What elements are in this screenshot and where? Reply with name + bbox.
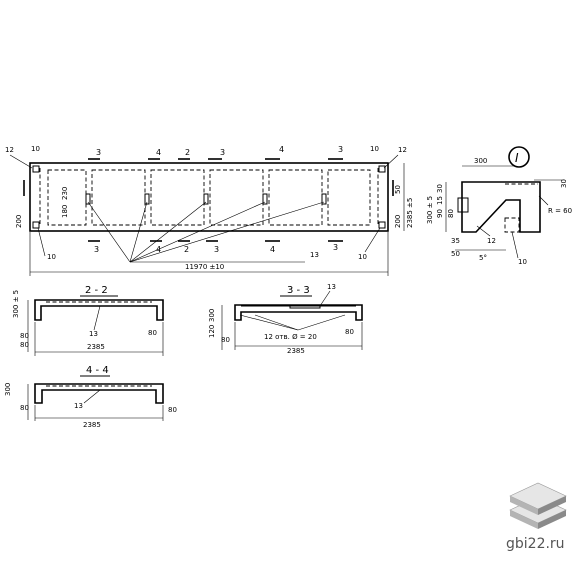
detail-offset: 35 (451, 237, 460, 245)
section-width: 2385 (287, 347, 305, 355)
left-mid-dim: 180 (61, 205, 69, 218)
section-marks-top: 3 4 2 3 4 3 (88, 145, 343, 160)
section-height: 300 ± 5 (12, 290, 20, 318)
section-mark: 3 (94, 245, 99, 254)
detail-top-width: 300 (474, 157, 487, 165)
section-callout: 13 (327, 283, 336, 291)
detail-offset: 50 (451, 250, 460, 258)
section-marks-bottom: 3 4 2 3 4 3 (88, 240, 343, 254)
section-left-dim: 80 (20, 404, 29, 412)
section-mark: 3 (214, 245, 219, 254)
callout: 10 (31, 145, 40, 153)
callout: 10 (358, 253, 367, 261)
callout: 10 (370, 145, 379, 153)
left-end-dim: 200 (15, 215, 23, 228)
section-mark: 3 (220, 148, 225, 157)
callout: 13 (310, 251, 319, 259)
detail-offset: 5° (479, 254, 487, 262)
section-callout: 13 (74, 402, 83, 410)
detail-height: 80 (447, 209, 455, 218)
width-dim: 2385 ±5 (406, 198, 414, 228)
section-mark: 4 (279, 145, 284, 154)
slab-plan: 3 4 2 3 4 3 3 4 2 3 4 3 (5, 145, 414, 276)
section-mark: 4 (156, 245, 161, 254)
left-mid2-dim: 230 (61, 187, 69, 200)
section-title: 2 - 2 (85, 285, 108, 296)
section-holes: 12 отв. Ø = 20 (264, 333, 317, 341)
length-dim: 11970 ±10 (185, 263, 224, 271)
section-mark: 3 (333, 243, 338, 252)
section-right-dim: 80 (345, 328, 354, 336)
section-mark: 4 (156, 148, 161, 157)
section-right-dim: 80 (168, 406, 177, 414)
detail-callout: 12 (487, 237, 496, 245)
section-height: 300 (208, 309, 216, 322)
logo-icon (509, 482, 567, 529)
section-left-dim: 80 (20, 341, 29, 349)
callout: 12 (5, 146, 14, 154)
section-3-3: 3 - 3 13 300 120 80 80 12 отв. Ø = 20 23… (208, 283, 363, 355)
detail-callout: 10 (518, 258, 527, 266)
right-end-dim: 200 (394, 215, 402, 228)
section-mark: 4 (270, 245, 275, 254)
detail-marker (508, 146, 530, 168)
detail-height: 90 (436, 209, 444, 218)
detail-height: 30 (436, 184, 444, 193)
section-mark: 2 (184, 245, 189, 254)
section-right-dim: 80 (148, 329, 157, 337)
section-left-dim: 80 (221, 336, 230, 344)
section-left-dim: 80 (20, 332, 29, 340)
detail-label: I (515, 151, 519, 165)
section-4-4: 4 - 4 300 80 80 13 2385 (4, 365, 177, 429)
detail-height: 15 (436, 196, 444, 205)
slab-outline (29, 162, 389, 232)
section-width: 2385 (83, 421, 101, 429)
detail-height-total: 300 ± 5 (426, 196, 434, 224)
section-mark: 3 (338, 145, 343, 154)
section-callout: 13 (89, 330, 98, 338)
detail-radius: R = 60 (548, 207, 572, 215)
detail-right-dim: 30 (560, 179, 568, 188)
section-height2: 120 (208, 325, 216, 338)
section-height: 300 (4, 383, 12, 396)
site-label: gbi22.ru (506, 536, 565, 552)
section-mark: 3 (96, 148, 101, 157)
section-title: 3 - 3 (287, 285, 310, 296)
section-title: 4 - 4 (86, 365, 109, 376)
callout: 12 (398, 146, 407, 154)
section-width: 2385 (87, 343, 105, 351)
section-2-2: 2 - 2 300 ± 5 80 80 80 13 2385 (12, 285, 164, 356)
right-mid-dim: 50 (394, 185, 402, 194)
section-mark: 2 (185, 148, 190, 157)
detail-I: I 300 30 R = 60 300 ± 5 30 15 90 80 35 5… (426, 146, 572, 266)
callout: 10 (47, 253, 56, 261)
